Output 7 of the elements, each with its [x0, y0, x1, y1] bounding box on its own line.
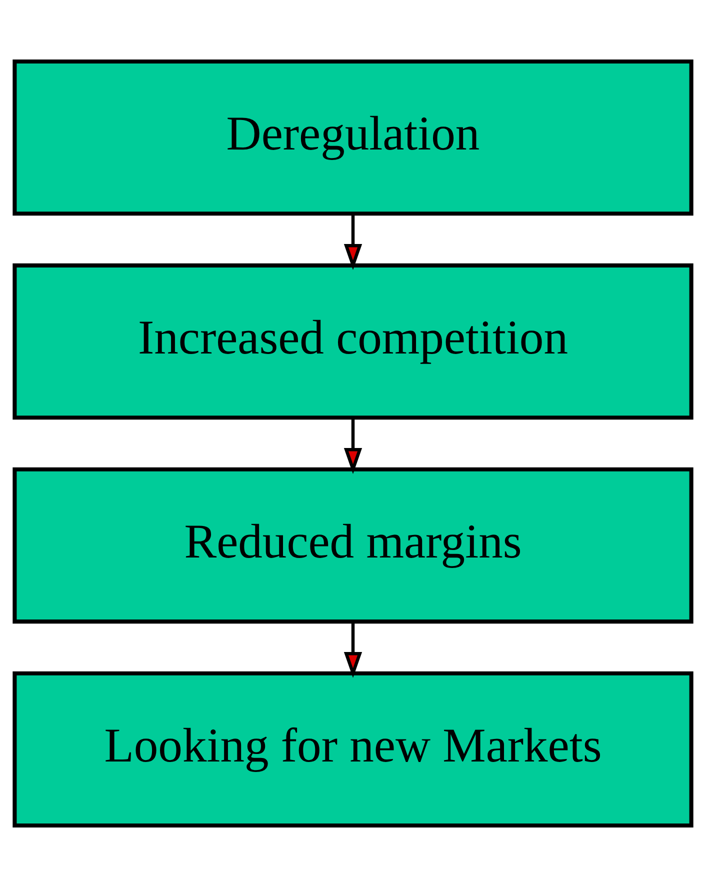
node-box: Deregulation [12, 58, 694, 216]
arrow [344, 213, 362, 270]
node-box: Reduced margins [12, 466, 694, 624]
arrow [344, 417, 362, 474]
arrow [344, 621, 362, 678]
node-box: Looking for new Markets [12, 670, 694, 828]
node-box: Increased competition [12, 262, 694, 420]
